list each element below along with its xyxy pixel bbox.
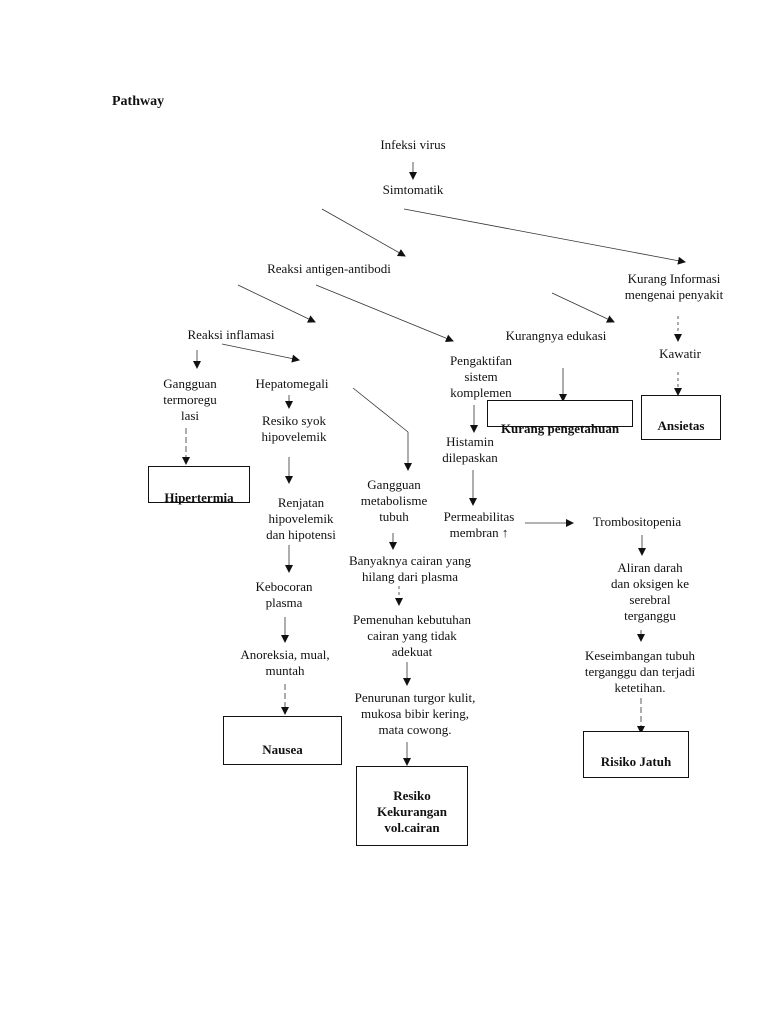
box-hipertermia: Hipertermia — [148, 466, 250, 505]
node-histamin: Histamin dilepaskan — [442, 434, 498, 465]
node-permeabilitas: Permeabilitas membran ↑ — [443, 509, 515, 540]
page-title: Pathway — [112, 94, 165, 109]
box-kurang-pengetahuan: Kurang pengetahuan — [487, 400, 633, 436]
box-ansietas: Ansietas — [641, 395, 721, 440]
box-hipertermia-label: Hipertermia — [164, 490, 234, 505]
box-resiko-kekurangan-label: Resiko Kekurangan vol.cairan — [376, 788, 448, 835]
node-pemenuhan-kebutuhan: Pemenuhan kebutuhan cairan yang tidak ad… — [352, 612, 472, 659]
node-aliran-darah: Aliran darah dan oksigen ke serebral ter… — [611, 560, 689, 623]
arrow-info-edukasi — [551, 292, 615, 323]
node-kurang-informasi: Kurang Informasi mengenai penyakit — [624, 271, 724, 302]
arrow-simtomatik-reaksi — [321, 208, 406, 257]
node-kawatir: Kawatir — [659, 346, 701, 361]
node-kurangnya-edukasi: Kurangnya edukasi — [505, 328, 607, 343]
node-reaksi-inflamasi: Reaksi inflamasi — [187, 327, 275, 342]
box-nausea: Nausea — [223, 716, 342, 765]
arrow-reaksi-inflamasi — [237, 284, 316, 323]
node-banyaknya-cairan: Banyaknya cairan yang hilang dari plasma — [348, 553, 471, 584]
arrow-reaksi-pengaktifan — [315, 284, 454, 343]
arrow-simtomatik-kurang-info — [403, 208, 686, 265]
node-penurunan-turgor: Penurunan turgor kulit, mukosa bibir ker… — [354, 690, 476, 737]
node-trombositopenia: Trombositopenia — [592, 514, 682, 529]
box-nausea-label: Nausea — [262, 742, 303, 757]
node-gangguan-metabolisme: Gangguan metabolisme tubuh — [360, 477, 428, 524]
box-resiko-kekurangan: Resiko Kekurangan vol.cairan — [356, 766, 468, 846]
box-ansietas-label: Ansietas — [657, 418, 705, 433]
node-simtomatik: Simtomatik — [382, 182, 444, 197]
box-risiko-jatuh: Risiko Jatuh — [583, 731, 689, 778]
node-hepatomegali: Hepatomegali — [255, 376, 329, 391]
node-renjatan: Renjatan hipovelemik dan hipotensi — [266, 495, 336, 542]
node-reaksi-antigen-antibodi: Reaksi antigen-antibodi — [267, 261, 391, 276]
node-kebocoran-plasma: Kebocoran plasma — [255, 579, 313, 610]
line-hepato-diagonal — [352, 387, 409, 433]
box-risiko-jatuh-label: Risiko Jatuh — [600, 754, 672, 769]
box-kurang-pengetahuan-label: Kurang pengetahuan — [500, 421, 620, 436]
node-gangguan-termoregulasi: Gangguan termoregu lasi — [163, 376, 217, 423]
node-infeksi-virus: Infeksi virus — [380, 137, 446, 152]
node-resiko-syok: Resiko syok hipovelemik — [261, 413, 327, 444]
node-pengaktifan-sistem-komplemen: Pengaktifan sistem komplemen — [449, 353, 513, 400]
node-keseimbangan-tubuh: Keseimbangan tubuh terganggu dan terjadi… — [584, 648, 696, 695]
node-anoreksia: Anoreksia, mual, muntah — [240, 647, 330, 678]
arrow-inflamasi-hepato — [221, 343, 300, 363]
